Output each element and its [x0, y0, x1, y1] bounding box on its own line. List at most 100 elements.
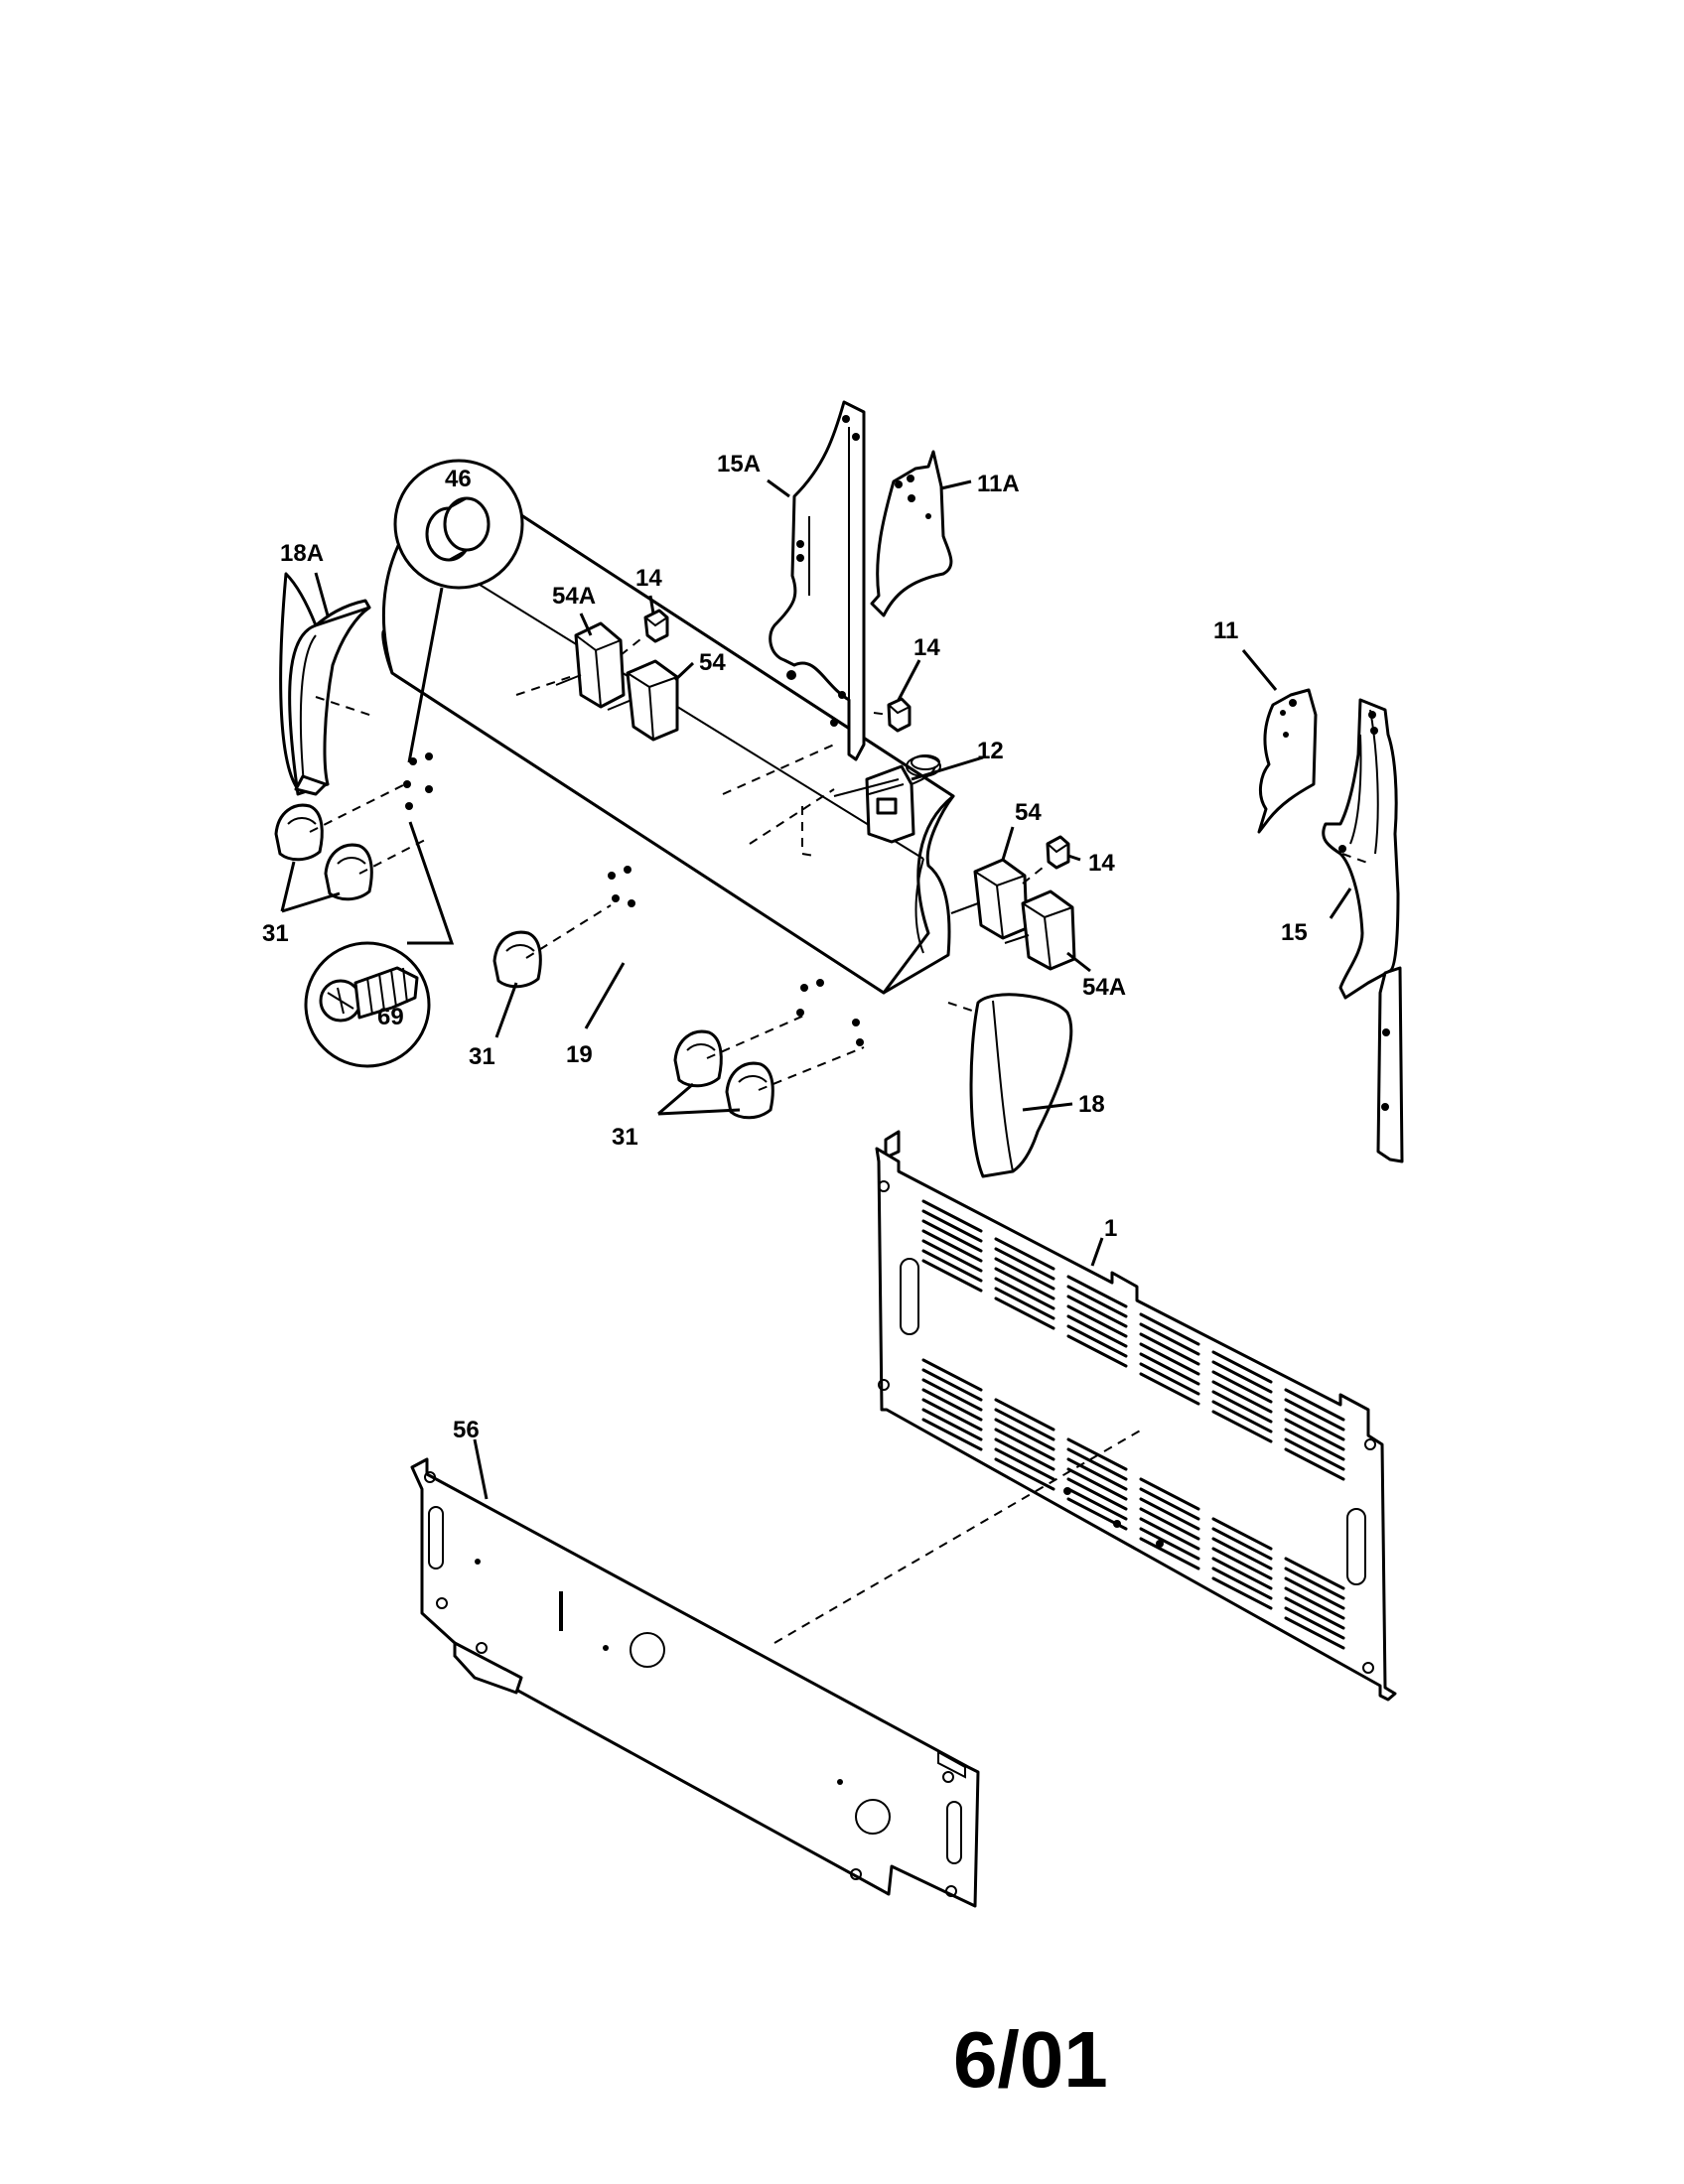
louver-slot — [1139, 1312, 1200, 1346]
switch-part-54A-top — [555, 621, 626, 709]
louver-slot — [1211, 1517, 1273, 1551]
callout-31-center: 31 — [469, 1043, 495, 1070]
callout-leaders — [280, 478, 1352, 1500]
louver-slot — [1211, 1537, 1273, 1570]
louver-slot — [1066, 1457, 1128, 1491]
end-cap-part-18A — [279, 572, 371, 796]
louver-slot — [921, 1378, 983, 1412]
lower-panel-part-56 — [410, 1457, 980, 1908]
callout-31-bottom: 31 — [612, 1124, 638, 1151]
callout-69: 69 — [377, 1004, 404, 1030]
louver-slot — [1211, 1527, 1273, 1561]
louver-slot — [994, 1247, 1055, 1281]
louver-slot — [1284, 1398, 1345, 1432]
louver-slot — [1139, 1322, 1200, 1356]
louver-slot — [1211, 1576, 1273, 1610]
louver-slot — [1139, 1332, 1200, 1366]
callout-18A: 18A — [280, 540, 324, 567]
louver-slot — [1284, 1567, 1345, 1600]
louver-slot — [921, 1408, 983, 1441]
callout-labels: 46 18A 15A 11A 54A 14 54 14 12 11 54 14 … — [262, 451, 1308, 1443]
knob-part-31-bottom-b — [725, 1061, 774, 1120]
louver-slot — [1139, 1477, 1200, 1511]
louver-slot — [1284, 1428, 1345, 1461]
callout-14-mid: 14 — [913, 634, 940, 661]
louver-slot — [994, 1257, 1055, 1291]
louver-slot — [1284, 1418, 1345, 1451]
louver-slot — [994, 1287, 1055, 1320]
knob-part-31-left-a — [274, 803, 324, 862]
switch-part-54-top — [607, 659, 679, 742]
louver-slot — [1284, 1408, 1345, 1441]
louver-slot — [1211, 1360, 1273, 1394]
louver-slot — [994, 1267, 1055, 1300]
louver-slot — [994, 1418, 1055, 1451]
louver-slot — [1066, 1334, 1128, 1368]
knob-part-31-left-b — [324, 843, 373, 901]
louver-slot — [921, 1199, 983, 1233]
louver-slot — [921, 1239, 983, 1273]
louver-slot — [1066, 1314, 1128, 1348]
side-bracket-part-15A — [769, 400, 866, 761]
louver-slot — [994, 1277, 1055, 1310]
louver-slot — [1211, 1380, 1273, 1414]
louver-slot — [1066, 1304, 1128, 1338]
louver-slot — [921, 1358, 983, 1392]
heat-shield-part-11 — [1257, 688, 1318, 834]
louver-slot — [1211, 1350, 1273, 1384]
date-code: 6/01 — [953, 2015, 1108, 2104]
louver-slot — [994, 1398, 1055, 1432]
indicator-light-part-14-mid — [887, 697, 912, 733]
louver-slot — [1139, 1487, 1200, 1521]
louver-slot — [1066, 1467, 1128, 1501]
callout-56: 56 — [453, 1417, 480, 1443]
callout-15A: 15A — [717, 451, 761, 478]
louver-slot — [994, 1437, 1055, 1471]
detail-circle-part-46 — [393, 459, 524, 590]
louver-slot — [1066, 1477, 1128, 1511]
callout-12: 12 — [977, 738, 1004, 764]
louver-slot — [1211, 1390, 1273, 1424]
louver-slot — [1284, 1616, 1345, 1650]
louver-slot — [1139, 1507, 1200, 1541]
heat-shield-part-11A — [870, 450, 953, 617]
louver-slot — [1066, 1285, 1128, 1318]
louver-slot — [994, 1428, 1055, 1461]
louver-slot — [994, 1297, 1055, 1330]
louver-slot — [1284, 1586, 1345, 1620]
louver-slot — [1139, 1517, 1200, 1551]
louver-slot — [1284, 1388, 1345, 1422]
louver-slot — [1139, 1372, 1200, 1406]
callout-54A-top: 54A — [552, 583, 596, 610]
callout-15: 15 — [1281, 919, 1308, 946]
louver-slot — [1139, 1527, 1200, 1561]
callout-11: 11 — [1213, 617, 1238, 644]
louver-slot — [921, 1368, 983, 1402]
knob-part-31-center — [492, 930, 542, 989]
callout-54-mid: 54 — [1015, 799, 1042, 826]
louver-slot — [1284, 1557, 1345, 1590]
louver-slot — [1284, 1606, 1345, 1640]
assembly-dash-lines — [309, 634, 1371, 1644]
louver-slot — [1211, 1400, 1273, 1433]
louver-slot — [921, 1229, 983, 1263]
switch-part-54-mid — [950, 858, 1029, 940]
louver-slot — [1284, 1437, 1345, 1471]
louver-slot — [994, 1447, 1055, 1481]
callout-11A: 11A — [977, 471, 1020, 497]
louver-slot — [1066, 1295, 1128, 1328]
callout-31-left: 31 — [262, 920, 289, 947]
louver-slot — [1284, 1576, 1345, 1610]
louver-slot — [1139, 1362, 1200, 1396]
callout-1: 1 — [1104, 1215, 1117, 1242]
louver-slot — [1211, 1370, 1273, 1404]
knob-part-31-bottom-a — [673, 1029, 723, 1088]
louver-slot — [994, 1457, 1055, 1491]
end-cap-part-18 — [969, 993, 1073, 1178]
callout-54A-mid: 54A — [1082, 974, 1126, 1001]
louver-slot — [1139, 1497, 1200, 1531]
callout-54-top: 54 — [699, 649, 726, 676]
louver-slot — [994, 1237, 1055, 1271]
indicator-light-part-14-top — [643, 609, 669, 643]
rear-panel-louvers — [921, 1199, 1345, 1650]
